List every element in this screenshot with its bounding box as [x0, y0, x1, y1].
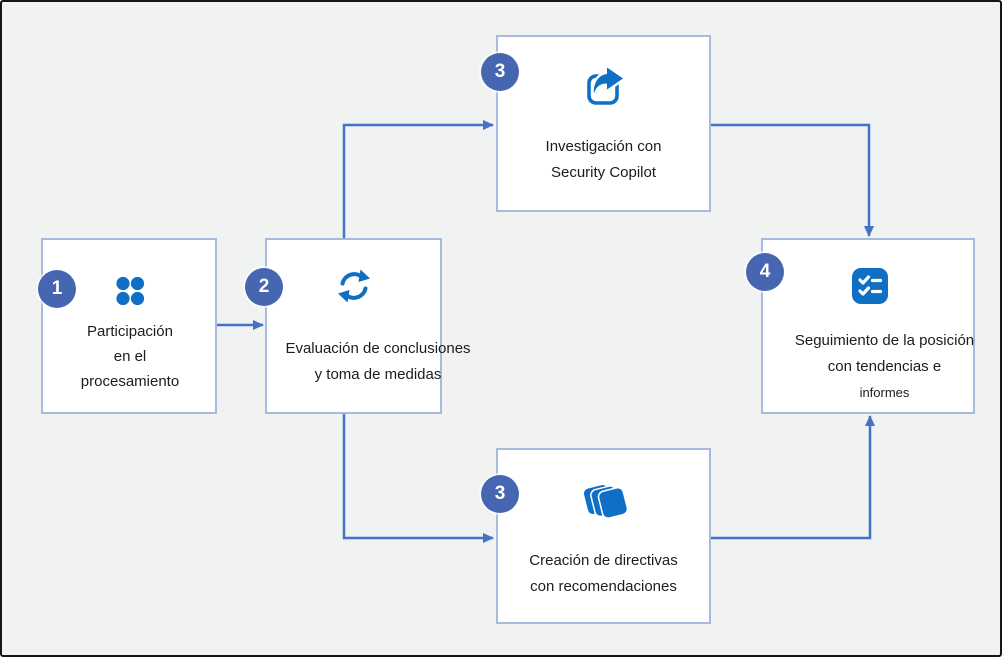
- arrow-evaluacion-to-creacion: [342, 413, 494, 543]
- label-line: Creación de directivas: [529, 552, 678, 569]
- label-line: con tendencias e: [827, 358, 942, 375]
- sync-arrows-icon: [338, 269, 370, 303]
- label-line: Seguimiento de la posición: [794, 332, 975, 349]
- step-label-evaluacion: Evaluación de conclusiones y toma de med…: [268, 336, 488, 388]
- step-label-investigacion: Investigación con Security Copilot: [496, 134, 711, 186]
- step-label-participacion: Participación en el procesamiento: [43, 319, 217, 394]
- label-line: informes: [859, 385, 910, 400]
- step-box-participacion: [41, 238, 217, 414]
- arrow-investigacion-to-seguimiento: [710, 123, 874, 237]
- label-line: en el: [113, 348, 147, 365]
- dots-grid-icon: [116, 276, 145, 306]
- label-line: y toma de medidas: [314, 366, 442, 383]
- step-label-seguimiento: Seguimiento de la posición con tendencia…: [782, 328, 987, 406]
- step-label-creacion: Creación de directivas con recomendacion…: [496, 548, 711, 600]
- step-box-seguimiento: [761, 238, 975, 414]
- step-box-evaluacion: [265, 238, 442, 414]
- label-line: con recomendaciones: [530, 578, 677, 595]
- step-number-badge: 2: [245, 268, 283, 306]
- share-arrow-icon: [587, 65, 626, 105]
- label-line: Participación: [87, 323, 173, 340]
- step-box-investigacion: [496, 35, 711, 212]
- label-line: procesamiento: [80, 373, 180, 390]
- step-number-badge: 3: [481, 475, 519, 513]
- arrow-creacion-to-seguimiento: [710, 415, 875, 540]
- label-line: Evaluación de conclusiones: [285, 340, 471, 357]
- arrow-evaluacion-to-investigacion: [342, 120, 494, 239]
- label-line: Security Copilot: [550, 164, 657, 181]
- step-number-badge: 4: [746, 253, 784, 291]
- label-line: Investigación con: [545, 138, 662, 155]
- step-number-badge: 3: [481, 53, 519, 91]
- checklist-icon: [852, 268, 888, 304]
- step-number-badge: 1: [38, 270, 76, 308]
- stacked-layers-icon: [583, 485, 629, 519]
